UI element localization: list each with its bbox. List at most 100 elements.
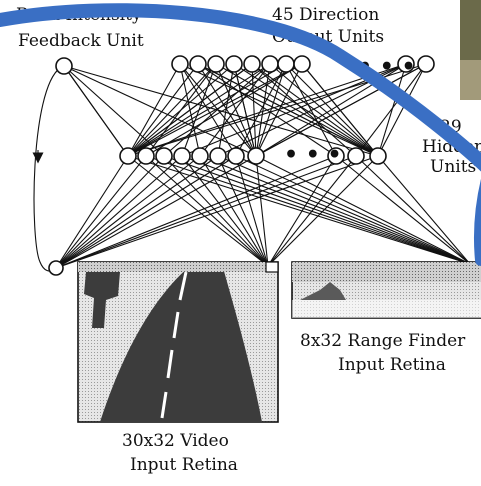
hidden-to-output-line [145,63,303,157]
input-to-hidden-line [55,155,183,269]
video-road-centerline [160,271,188,419]
connection-lines [55,63,471,269]
hidden-to-output-line [127,63,181,157]
input-to-hidden-line [55,155,219,269]
video-label-line2: Input Retina [130,455,238,475]
video-label-line1: 30x32 Video [122,431,229,451]
input-to-hidden-line [199,155,269,267]
input-to-hidden-line [145,155,471,265]
input-to-hidden-line [55,155,257,269]
range-finder-input-retina [291,261,481,319]
feedback-label-line2: Feedback Unit [18,31,144,51]
hidden-unit [119,147,137,165]
hidden-to-output-line [377,63,407,157]
hidden-to-output-line [179,63,201,157]
hidden-unit [247,147,265,165]
hidden-to-output-line [163,63,271,157]
input-to-hidden-line [55,155,129,269]
hidden-to-output-line [145,63,217,157]
input-to-hidden-line [181,155,269,267]
hidden-to-output-line [215,63,257,157]
hidden-to-output-line [197,63,337,157]
hidden-to-output-line [269,63,379,157]
input-to-hidden-line [335,155,471,265]
network-units [48,55,435,276]
hidden-to-output-line [63,65,257,157]
input-to-hidden-line [127,155,269,267]
input-to-hidden-line [377,155,471,265]
output-unit [293,55,311,73]
input-to-hidden-line [55,155,165,269]
range-label-line1: 8x32 Range Finder [300,331,466,351]
hidden-unit [327,147,345,165]
input-to-hidden-line [181,155,471,265]
hidden-unit [347,147,365,165]
hidden-to-output-line [127,63,217,157]
hidden-to-output-line [235,63,287,157]
hidden-to-output-line [255,63,427,157]
hidden-to-output-line [217,63,235,157]
input-to-hidden-line [55,155,201,269]
hidden-unit [137,147,155,165]
annotation-stroke-arc [0,3,481,172]
hidden-label-line3: Units [430,157,476,177]
input-to-hidden-line [145,155,269,267]
hidden-to-output-line [181,63,217,157]
output-unit [397,55,415,73]
hidden-to-output-line [197,63,379,157]
input-to-hidden-line [55,155,237,269]
output-unit [261,55,279,73]
input-to-hidden-line [55,155,147,269]
input-to-hidden-line [127,155,471,265]
input-to-hidden-line [235,155,471,265]
hidden-to-output-line [255,63,287,157]
input-to-hidden-line [267,155,379,267]
hidden-to-output-line [301,63,379,157]
input-to-hidden-line [163,155,471,265]
video-road [100,264,262,422]
hidden-unit [209,147,227,165]
hidden-to-output-line [285,63,337,157]
hidden-to-output-line [251,63,357,157]
hidden-unit [155,147,173,165]
output-unit [207,55,225,73]
input-to-hidden-line [199,155,471,265]
output-label-line1: 45 Direction [272,5,379,25]
feedback-loop [33,67,61,272]
input-to-hidden-line [355,155,471,265]
input-to-hidden-line [55,155,337,269]
hidden-unit [173,147,191,165]
hidden-to-output-line [251,63,379,157]
hidden-to-output-line [377,63,427,157]
output-unit [225,55,243,73]
video-tree [84,272,120,328]
hidden-to-output-line [285,63,379,157]
input-unit [48,260,64,276]
hidden-to-output-line [127,63,199,157]
hidden-to-output-line [179,63,237,157]
output-unit [277,55,295,73]
hidden-to-output-line [63,65,379,157]
hidden-to-output-line [255,63,271,157]
hidden-to-output-line [197,63,257,157]
output-unit [417,55,435,73]
hidden-unit [227,147,245,165]
input-to-hidden-line [55,155,357,269]
input-to-hidden-line [255,155,269,267]
hidden-to-output-line [63,65,165,157]
hidden-ellipsis: • • • [284,142,342,168]
input-to-hidden-line [217,155,269,267]
hidden-to-output-line [179,63,379,157]
input-to-hidden-line [163,155,269,267]
range-label-line2: Input Retina [338,355,446,375]
output-unit [171,55,189,73]
hidden-to-output-line [63,65,129,157]
output-unit [243,55,261,73]
hidden-to-output-line [215,63,379,157]
hidden-to-output-line [233,63,257,157]
output-unit [189,55,207,73]
hidden-to-output-line [199,63,271,157]
hidden-unit [369,147,387,165]
input-to-hidden-line [235,155,269,267]
